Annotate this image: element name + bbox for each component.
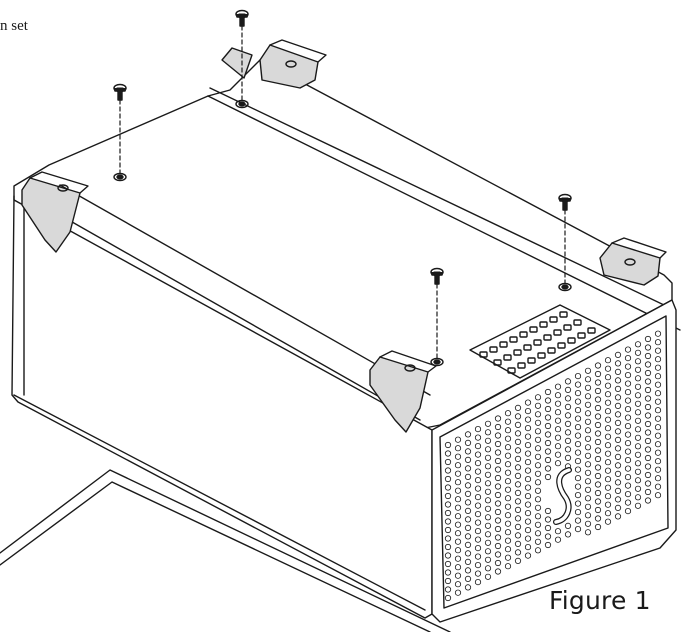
truncated-instruction-text: n set: [0, 18, 28, 34]
screw: [235, 9, 249, 109]
screw-group: [113, 9, 572, 367]
figure-caption: Figure 1: [549, 586, 651, 615]
table-edge: [0, 469, 451, 632]
foot-back-right: [599, 237, 667, 286]
foot-front-left: [21, 171, 89, 253]
foot-front-right: [369, 350, 437, 433]
foot-back-left: [221, 39, 327, 89]
enclosure-front-face: [431, 299, 677, 623]
screw: [558, 193, 572, 292]
connector-panel: [469, 304, 611, 379]
screw: [113, 83, 127, 182]
screw: [430, 267, 444, 367]
vent-perforation: [444, 330, 662, 602]
